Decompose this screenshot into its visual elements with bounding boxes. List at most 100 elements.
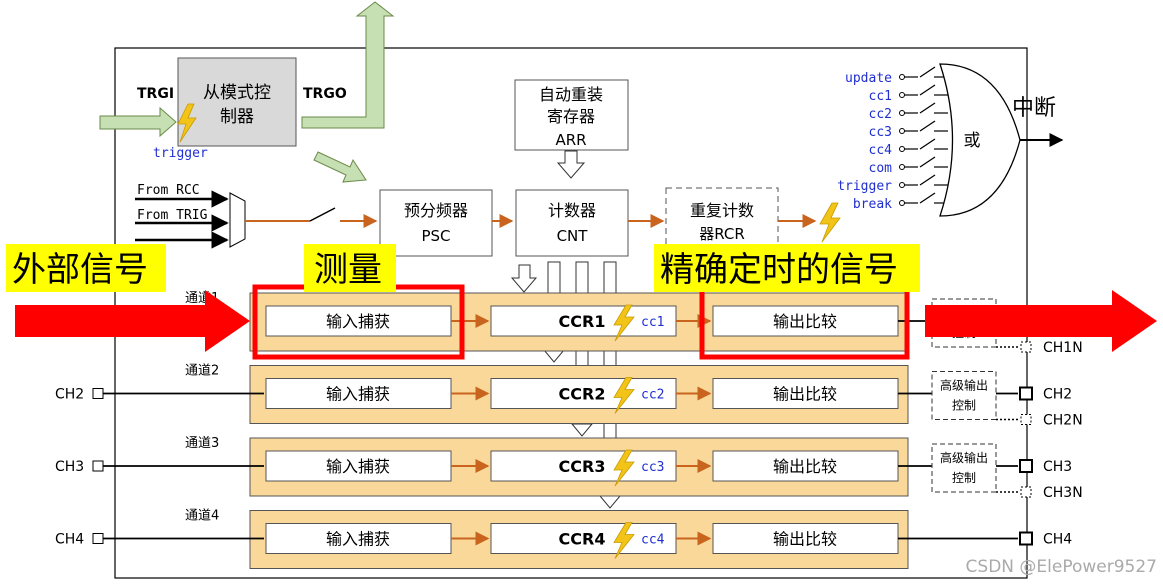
- input-capture-label: 输入捕获: [326, 385, 390, 404]
- interrupt-source-cc3: cc3: [869, 125, 892, 140]
- output-pin: [1019, 459, 1033, 473]
- ccr-label: CCR3: [559, 457, 606, 476]
- ccr-label: CCR2: [559, 385, 606, 404]
- advanced-output-box: [931, 443, 997, 493]
- lightning-icon: [613, 304, 635, 342]
- external-label-bg: [6, 244, 166, 292]
- external-signal-arrow: [15, 290, 250, 352]
- arr-title-1: 自动重装: [539, 85, 603, 104]
- interrupt-source-update: update: [845, 71, 892, 86]
- lightning-icon: [613, 449, 635, 487]
- output-compare-label: 输出比较: [773, 385, 837, 404]
- source-switch: [919, 66, 936, 78]
- complement-pin: [1020, 414, 1032, 425]
- ccr-box: [490, 305, 677, 337]
- arr-box: [514, 79, 629, 151]
- advanced-output-label-1: 高级输出: [940, 450, 988, 465]
- input-capture-box: [265, 450, 452, 482]
- input-pin-label: CH4: [55, 532, 84, 548]
- lightning-icon: [613, 377, 635, 414]
- clock-switch: [309, 207, 336, 222]
- input-pin: [92, 533, 104, 544]
- output-compare-label: 输出比较: [773, 530, 837, 549]
- source-node: [899, 128, 905, 134]
- channel-label: 通道3: [185, 436, 219, 451]
- slave-title-2: 制器: [220, 107, 254, 127]
- source-switch: [919, 192, 936, 204]
- complement-pin: [1020, 341, 1032, 353]
- output-compare-box: [712, 305, 899, 337]
- source-switch: [919, 156, 936, 168]
- ccr-label: CCR4: [559, 530, 606, 549]
- source-switch: [919, 84, 936, 96]
- input-capture-label: 输入捕获: [326, 312, 390, 331]
- source-node: [899, 200, 905, 206]
- input-pin-label: CH3: [55, 459, 84, 475]
- complement-pin-label: CH1N: [1043, 340, 1083, 356]
- interrupt-source-cc4: cc4: [869, 143, 893, 158]
- output-pin-label: CH4: [1043, 532, 1072, 548]
- interrupt-source-cc1: cc1: [869, 89, 892, 104]
- trigger-label: trigger: [153, 146, 208, 161]
- external-label: 外部信号: [12, 250, 148, 290]
- trgo-label: TRGO: [303, 86, 347, 102]
- psc-box: [379, 189, 493, 257]
- source-switch: [919, 138, 936, 150]
- advanced-output-box: [931, 371, 997, 420]
- input-capture-label: 输入捕获: [326, 457, 390, 476]
- source-switch: [919, 102, 936, 114]
- source-node: [899, 74, 905, 80]
- source-node: [899, 182, 905, 188]
- lightning-icon: [819, 202, 841, 243]
- arr-title-2: 寄存器: [547, 107, 595, 126]
- slave-to-psc-arrow: [313, 151, 367, 183]
- input-capture-label: 输入捕获: [326, 530, 390, 549]
- source-node: [899, 164, 905, 170]
- input-capture-box: [265, 523, 452, 554]
- cnt-box: [515, 189, 629, 257]
- interrupt-source-cc2: cc2: [869, 107, 892, 122]
- rcr-title-2: 器RCR: [699, 225, 745, 243]
- channel-label: 通道2: [185, 364, 219, 379]
- input-pin: [92, 460, 104, 472]
- cnt-down-arrow: [510, 264, 538, 293]
- input-capture-box: [265, 305, 452, 337]
- arr-name: ARR: [555, 131, 586, 149]
- source-node: [899, 110, 905, 116]
- watermark: CSDN @ElePower9527: [966, 557, 1157, 577]
- source-node: [899, 92, 905, 98]
- cnt-name: CNT: [557, 227, 589, 245]
- output-compare-box: [712, 450, 899, 482]
- output-pin-label: CH3: [1043, 459, 1072, 475]
- interrupt-source-com: com: [869, 161, 893, 176]
- advanced-output-label-2: 控制: [952, 471, 976, 485]
- advanced-output-label-1: 高级输出: [940, 378, 988, 393]
- source-switch: [919, 174, 936, 186]
- complement-pin: [1020, 486, 1032, 498]
- cnt-title: 计数器: [548, 201, 596, 220]
- output-compare-label: 输出比较: [773, 312, 837, 331]
- source-node: [899, 146, 905, 152]
- channel-label: 通道4: [185, 509, 219, 524]
- lightning-icon: [613, 522, 635, 559]
- interrupt-source-break: break: [853, 197, 892, 212]
- trgo-arrow: [301, 1, 395, 129]
- trgi-label: TRGI: [137, 86, 174, 102]
- cc-flag-label: cc2: [641, 388, 664, 403]
- complement-pin-label: CH3N: [1043, 485, 1083, 501]
- timing-label-bg: [654, 244, 920, 292]
- measure-label-bg: [304, 244, 396, 292]
- slave-mode-controller: [177, 57, 297, 147]
- cc-flag-label: cc4: [641, 533, 665, 548]
- from-trig-label: From TRIG: [137, 208, 208, 223]
- or-gate: [939, 63, 1021, 217]
- trgi-arrow: [99, 106, 177, 138]
- measure-label: 测量: [314, 250, 382, 290]
- lightning-icon: [177, 103, 197, 143]
- rcr-title-1: 重复计数: [690, 201, 754, 220]
- arr-to-cnt-arrow: [556, 150, 586, 179]
- input-pin-label: CH2: [55, 387, 84, 403]
- output-compare-box: [712, 523, 899, 554]
